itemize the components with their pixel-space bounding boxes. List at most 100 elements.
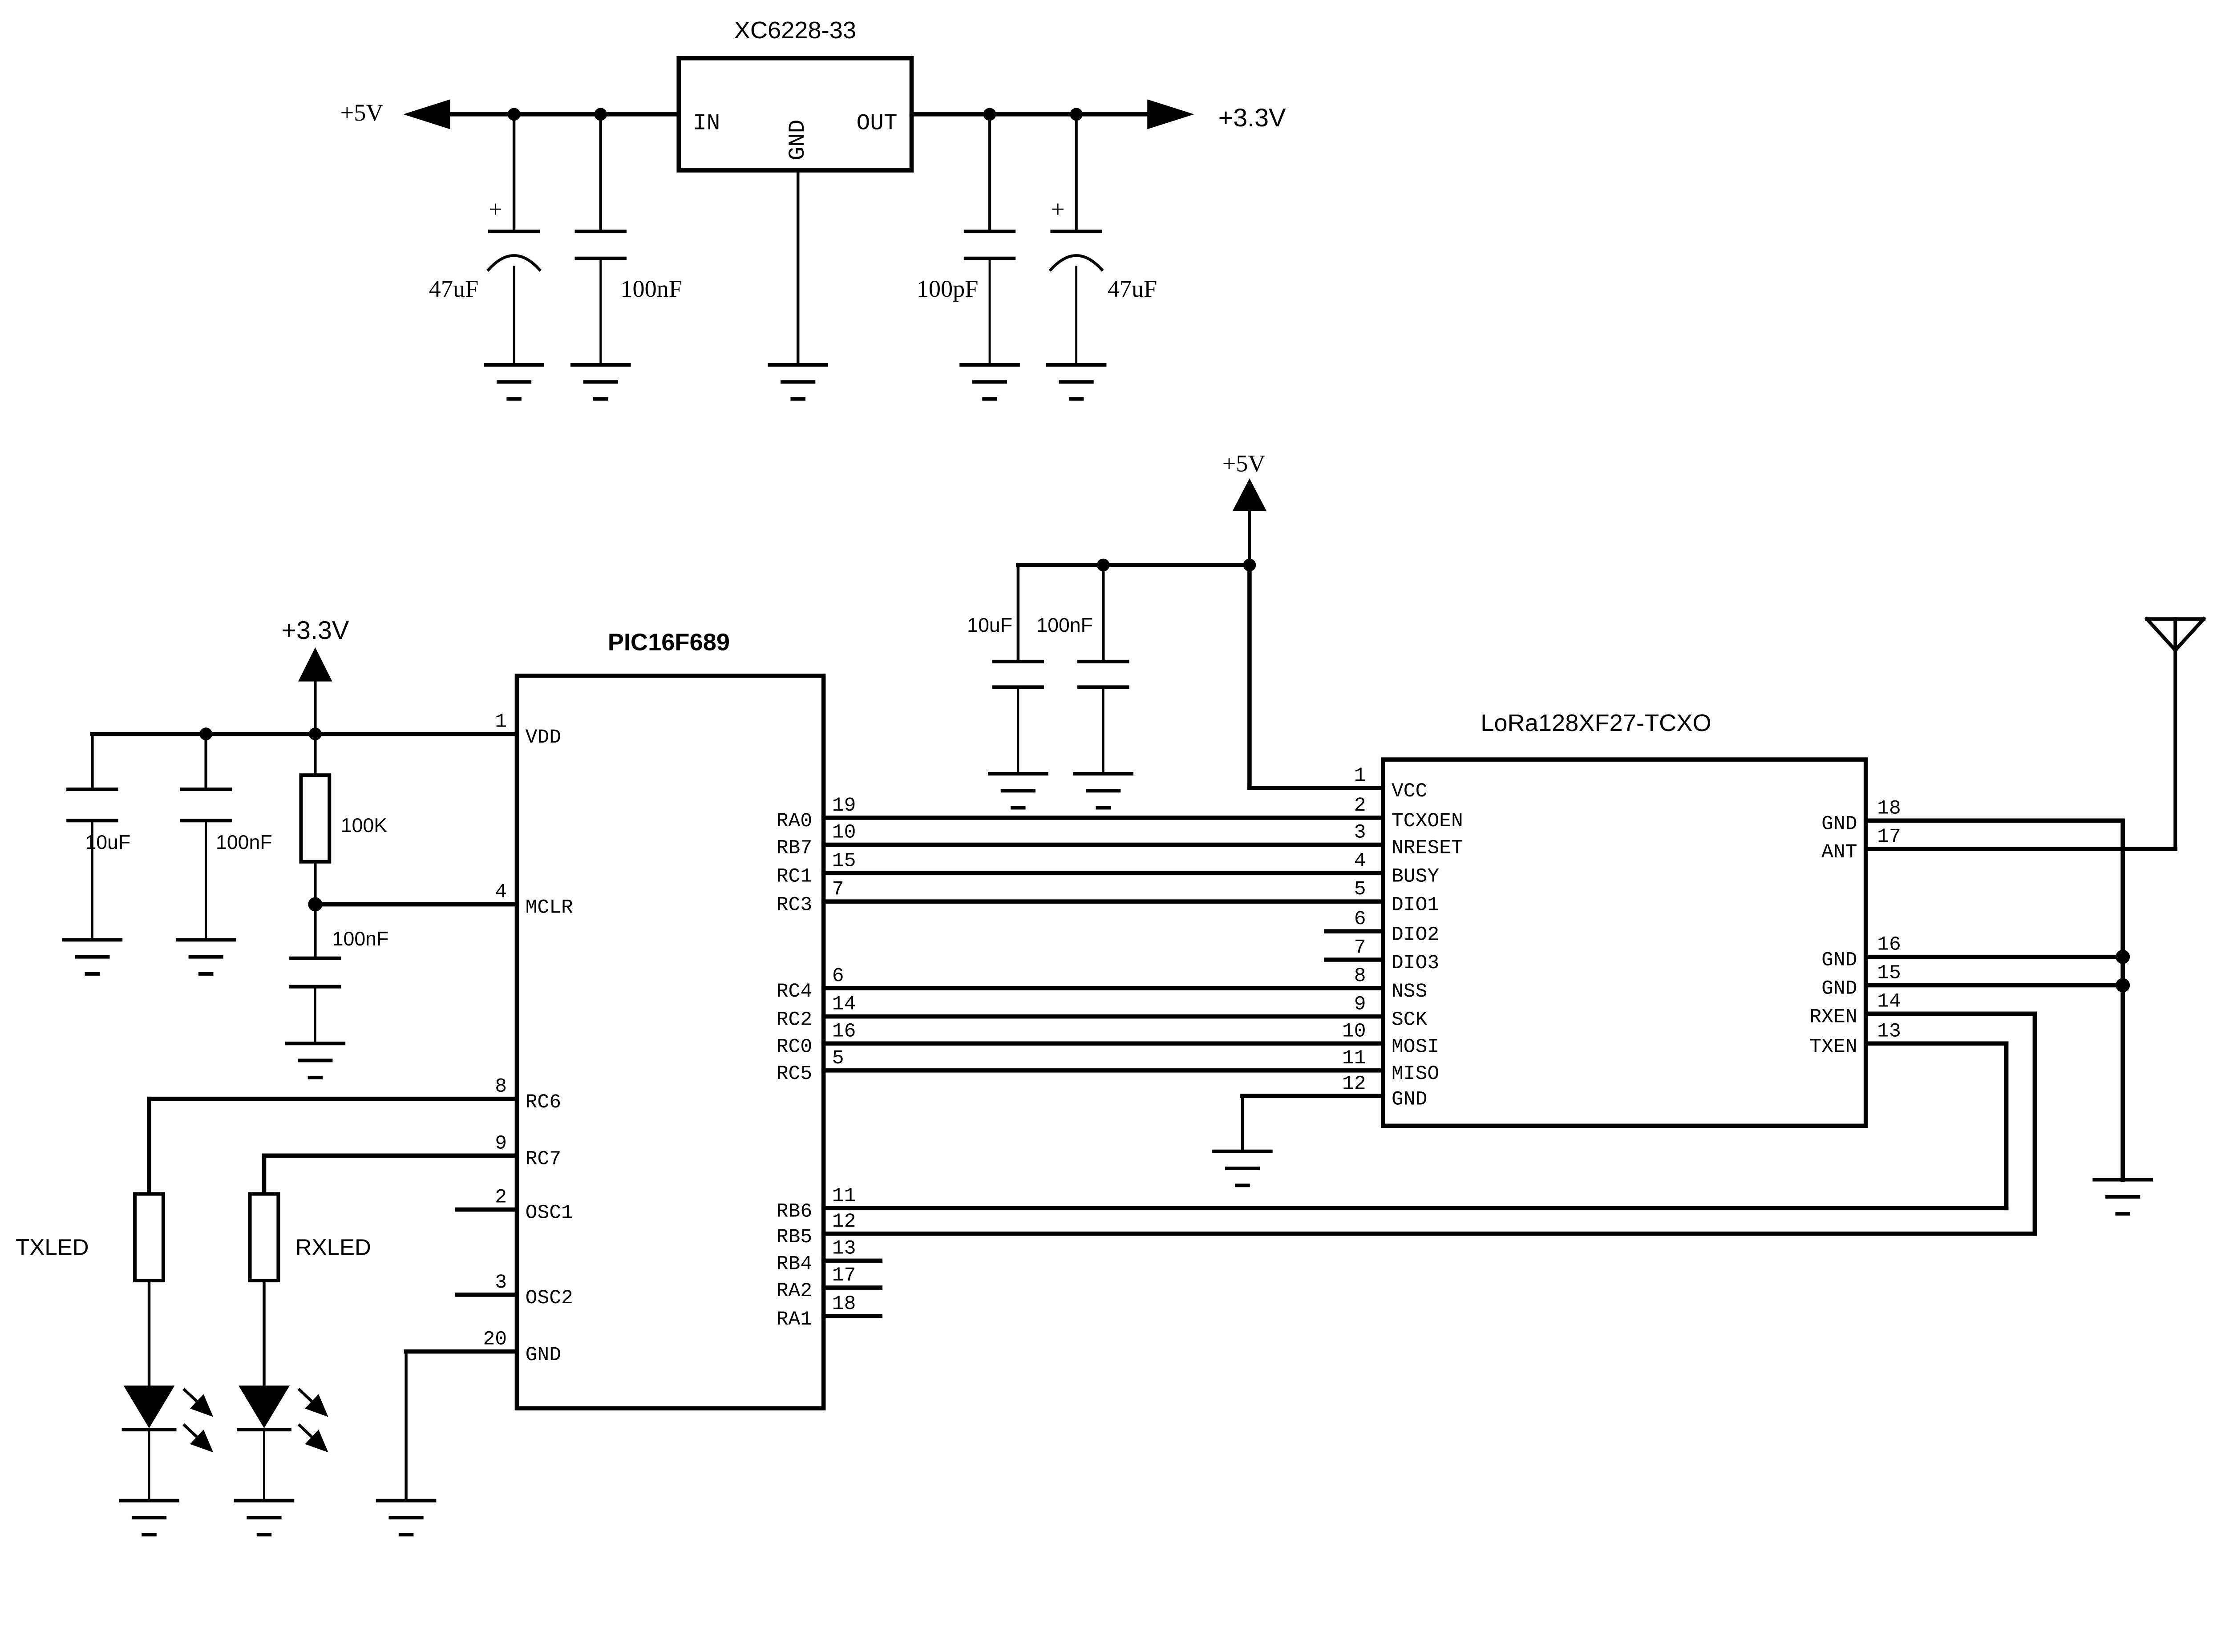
cap-value: 100nF	[1036, 614, 1093, 636]
pin-number: 14	[1877, 990, 1901, 1013]
cap-value: 100pF	[917, 275, 979, 302]
ground-symbol	[572, 365, 629, 399]
pin-number: 4	[1354, 850, 1366, 872]
pin-name: RA1	[777, 1309, 812, 1331]
supply5-section: +5V 10uF 100nF	[967, 450, 1267, 808]
pin-number: 8	[495, 1076, 507, 1098]
pin-name: RC3	[777, 894, 812, 916]
capacitor-47uF-input: +	[486, 113, 542, 366]
pin-number: 14	[832, 994, 856, 1016]
regulator-pin-out: OUT	[857, 110, 898, 136]
pin-name: RC0	[777, 1036, 812, 1058]
interconnect-wires	[821, 816, 2037, 1236]
pin-number: 18	[1877, 797, 1901, 820]
ground-symbol	[2094, 1180, 2151, 1214]
pin-number: 3	[495, 1272, 507, 1294]
pin-number: 5	[1354, 878, 1366, 901]
pin-number: 19	[832, 795, 856, 817]
pin-number: 17	[832, 1264, 856, 1287]
cap-value: 100nF	[216, 832, 272, 853]
pin-name: TXEN	[1809, 1036, 1857, 1058]
cap-value: 47uF	[429, 275, 479, 302]
pin-name: RB5	[777, 1226, 812, 1248]
pin-name: GND	[1392, 1088, 1427, 1111]
pin-name: RA0	[777, 810, 812, 832]
pin-number: 2	[1354, 795, 1366, 817]
pin-name: BUSY	[1392, 865, 1439, 888]
pin-number: 1	[495, 711, 507, 733]
supply33-section: +3.3V 10uF 100nF 100K	[64, 616, 519, 1078]
pin-name: VDD	[526, 727, 561, 749]
pin-name: VCC	[1392, 780, 1427, 803]
pin-number: 6	[832, 965, 844, 987]
junction-dot	[2116, 978, 2130, 993]
pin-number: 12	[1342, 1073, 1366, 1095]
pin-name: MISO	[1392, 1063, 1439, 1085]
antenna-icon	[2144, 616, 2206, 851]
output-rail-wire	[909, 99, 1194, 129]
power-arrow-up-icon	[298, 647, 332, 682]
pin-name: GND	[1821, 978, 1857, 1000]
regulator-title: XC6228-33	[734, 17, 856, 44]
ground-symbol	[1075, 774, 1132, 808]
ground-symbol	[378, 1501, 435, 1535]
pin-name: RB4	[777, 1253, 812, 1276]
cap-value: 47uF	[1108, 275, 1157, 302]
input-rail-label: +5V	[340, 99, 384, 126]
tx-led-emission-arrows-icon	[182, 1388, 214, 1453]
pin-number: 10	[832, 822, 856, 844]
pin-number: 10	[1342, 1020, 1366, 1042]
pin-number: 3	[1354, 822, 1366, 844]
pin-name: NSS	[1392, 981, 1427, 1003]
led-section: TXLED RXLED	[16, 1096, 519, 1535]
rail-arrow-left-icon	[403, 99, 450, 129]
cap-value: 100nF	[332, 928, 389, 950]
cap-value: 10uF	[967, 614, 1012, 636]
pin-number: 6	[1354, 908, 1366, 930]
ground-symbol	[769, 365, 826, 399]
pin-name: RB6	[777, 1201, 812, 1223]
pin-name: MOSI	[1392, 1036, 1439, 1058]
pin-number: 2	[495, 1187, 507, 1209]
cap-value: 100nF	[620, 275, 682, 302]
power-arrow-up-icon	[1232, 478, 1267, 511]
pin-name: RC1	[777, 865, 812, 888]
pin-name: OSC1	[526, 1202, 573, 1224]
lora-title: LoRa128XF27-TCXO	[1481, 710, 1711, 736]
pin-number: 4	[495, 881, 507, 904]
pin-number: 9	[1354, 994, 1366, 1016]
pin-name: OSC2	[526, 1287, 573, 1309]
rx-led-emission-arrows-icon	[297, 1388, 328, 1453]
pin-number: 11	[832, 1185, 856, 1207]
rx-led-diode	[237, 1279, 291, 1502]
lora-box	[1381, 757, 1868, 1128]
pin-number: 9	[495, 1132, 507, 1155]
pin-number: 15	[1877, 962, 1901, 984]
ground-symbol	[485, 365, 542, 399]
ground-symbol	[121, 1501, 178, 1535]
pin-name: RB7	[777, 837, 812, 860]
pin-name: DIO1	[1392, 894, 1439, 916]
capacitor-100nF-vdd	[180, 732, 232, 941]
lora-section: LoRa128XF27-TCXO VCC TCXOEN NRESET BUSY …	[1214, 616, 2206, 1214]
ground-symbol	[64, 940, 121, 974]
ground-symbol	[1048, 365, 1105, 399]
capacitor-10uF-lora	[992, 563, 1044, 775]
capacitor-100nF-mclr	[289, 903, 341, 1045]
pin-name: GND	[526, 1344, 561, 1366]
resistor-100K	[299, 732, 332, 906]
capacitor-47uF-output: +	[1048, 113, 1104, 366]
capacitor-10uF-vdd	[66, 732, 118, 941]
rc7-wire	[262, 1153, 519, 1196]
ground-symbol	[236, 1501, 293, 1535]
junction-dot	[2116, 949, 2130, 964]
pin-number: 18	[832, 1293, 856, 1315]
lora-right-wires	[1863, 818, 2178, 1182]
pin-number: 16	[832, 1020, 856, 1042]
pin-name: RC2	[777, 1009, 812, 1031]
polarity-plus-icon: +	[489, 196, 502, 222]
pin-number: 5	[832, 1047, 844, 1070]
pin-number: 20	[483, 1329, 507, 1351]
capacitor-100nF-lora	[1077, 563, 1129, 775]
pin-name: NRESET	[1392, 837, 1463, 860]
